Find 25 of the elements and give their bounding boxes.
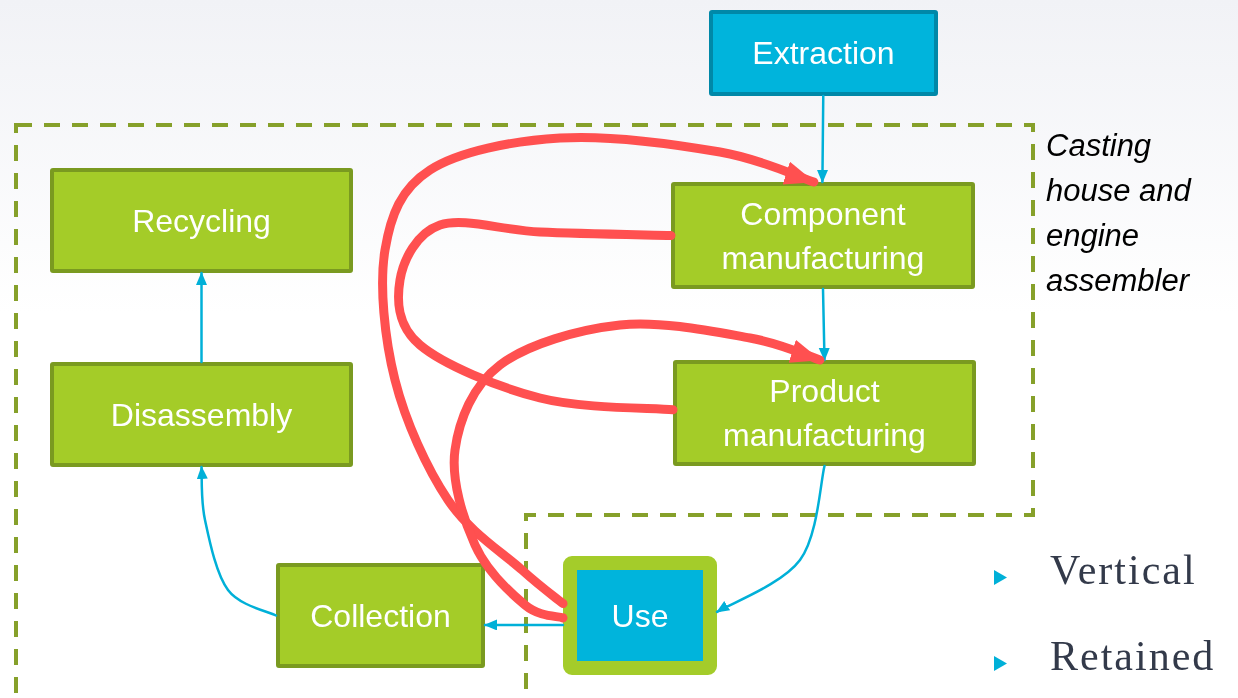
process-box (276, 563, 485, 668)
flow-arrow (818, 287, 830, 362)
process-box (50, 362, 353, 467)
box-label: Use (611, 596, 669, 636)
bullet-text: Retained (1050, 632, 1216, 680)
flow-arrow (483, 619, 565, 631)
process-box (50, 168, 353, 273)
flow-arrow (715, 464, 826, 614)
box-label: Extraction (752, 34, 895, 73)
stage-box (709, 10, 938, 96)
box-label: Product manufacturing (722, 372, 927, 455)
box-label: Component manufacturing (720, 194, 926, 278)
box-label: Recycling (132, 201, 271, 241)
box-label: Collection (310, 596, 451, 636)
flow-arrow (817, 94, 828, 184)
stage-box (563, 556, 717, 675)
bullet-text: Vertical (1050, 546, 1197, 594)
flow-arrow (196, 465, 278, 617)
group-label: Casting house and engine assembler (1046, 127, 1193, 300)
process-box (673, 360, 976, 466)
flow-arrow-thick (378, 133, 819, 609)
flow-arrow-thick (449, 319, 825, 623)
process-box (671, 182, 975, 289)
flow-arrow (196, 271, 207, 364)
box-label: Disassembly (110, 395, 293, 435)
